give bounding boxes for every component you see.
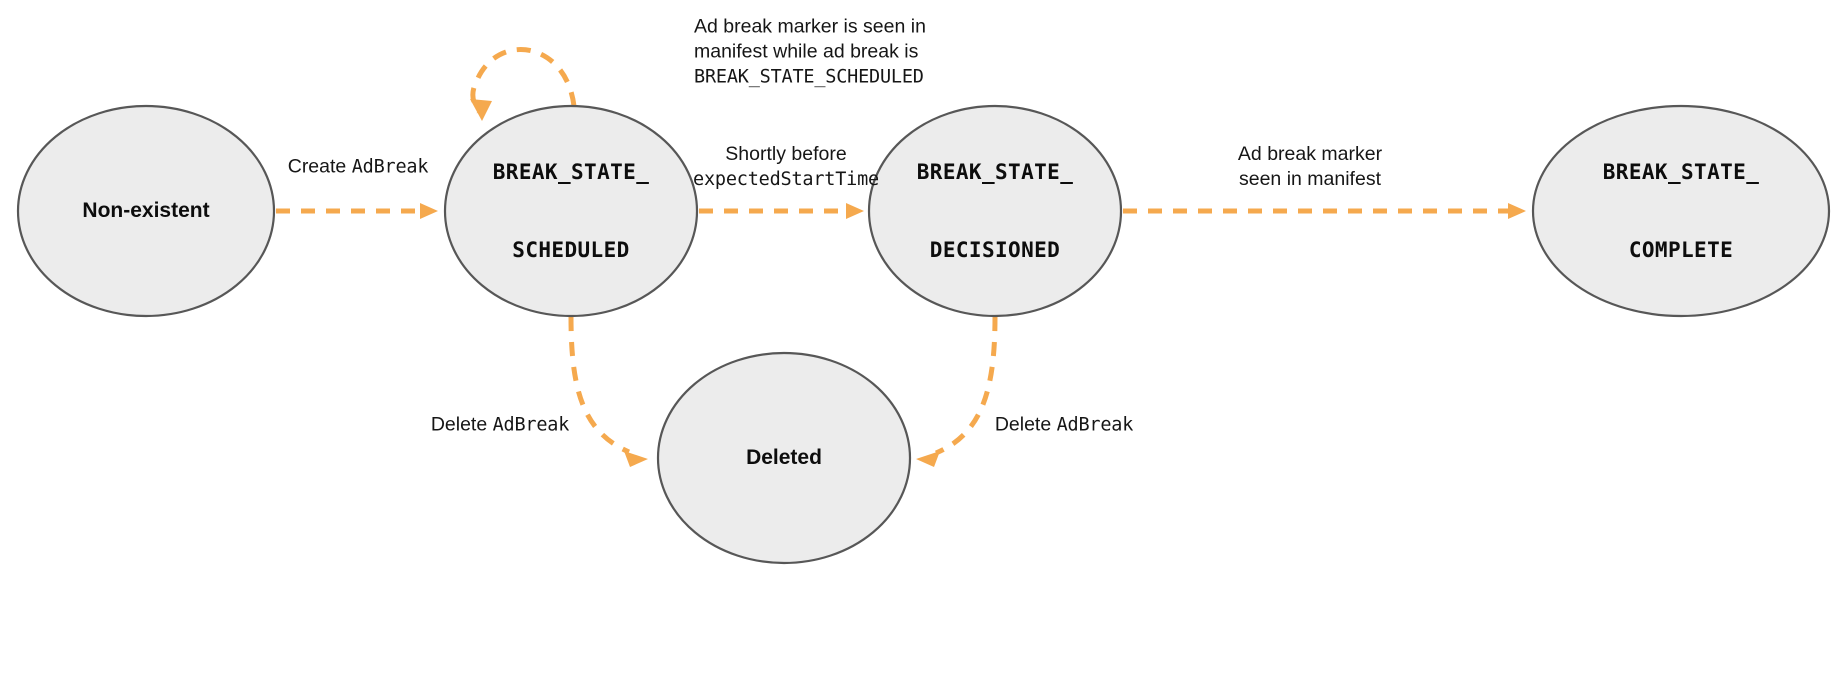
edge-label-decisioned-to-deleted-mono: AdBreak bbox=[1056, 414, 1134, 436]
edge-label-scheduled-to-deleted: Delete AdBreak bbox=[430, 413, 570, 438]
edge-label-decisioned-to-deleted: Delete AdBreak bbox=[994, 413, 1134, 438]
edge-decisioned-to-complete bbox=[1123, 203, 1526, 219]
edge-label-scheduled-self-loop-line2: manifest while ad break is bbox=[694, 40, 919, 63]
edge-label-decisioned-to-complete: Ad break marker seen in manifest bbox=[1238, 142, 1382, 192]
edge-label-decisioned-to-complete-line1: Ad break marker bbox=[1237, 143, 1383, 165]
edge-decisioned-to-deleted-arrowhead bbox=[916, 451, 940, 467]
edge-create-adbreak bbox=[276, 203, 438, 219]
node-break-state-decisioned[interactable] bbox=[867, 104, 1123, 318]
edge-label-scheduled-to-deleted-mono: AdBreak bbox=[492, 414, 570, 436]
node-break-state-scheduled[interactable] bbox=[443, 104, 699, 318]
edge-decisioned-to-deleted bbox=[916, 316, 998, 467]
edge-label-decisioned-to-deleted-text: Delete bbox=[994, 413, 1057, 436]
edge-label-scheduled-to-deleted-text: Delete bbox=[430, 413, 493, 436]
node-deleted[interactable] bbox=[656, 351, 912, 565]
edge-label-scheduled-self-loop: Ad break marker is seen in manifest whil… bbox=[694, 15, 926, 90]
edge-label-scheduled-self-loop-line1: Ad break marker is seen in bbox=[694, 15, 926, 38]
edge-scheduled-to-deleted-arrowhead bbox=[624, 451, 648, 467]
edge-label-scheduled-to-decisioned: Shortly before expectedStartTime bbox=[693, 142, 879, 192]
edge-scheduled-self-loop bbox=[470, 47, 577, 121]
edge-scheduled-to-decisioned-arrowhead bbox=[846, 203, 864, 219]
edge-label-scheduled-self-loop-line3: BREAK_STATE_SCHEDULED bbox=[694, 66, 924, 88]
node-non-existent[interactable] bbox=[16, 104, 276, 318]
edge-label-create-adbreak: Create AdBreak bbox=[288, 155, 429, 180]
edge-scheduled-self-loop-line bbox=[470, 47, 577, 114]
edge-decisioned-to-complete-arrowhead bbox=[1508, 203, 1526, 219]
edge-scheduled-to-deleted-line bbox=[568, 316, 630, 455]
edge-label-create-adbreak-text: Create bbox=[287, 155, 352, 178]
node-break-state-complete[interactable] bbox=[1531, 104, 1831, 318]
edge-scheduled-self-loop-arrowhead bbox=[470, 99, 492, 121]
edge-label-create-adbreak-mono: AdBreak bbox=[351, 156, 429, 178]
edge-label-decisioned-to-complete-line2: seen in manifest bbox=[1238, 168, 1381, 190]
edge-scheduled-to-decisioned bbox=[699, 203, 864, 219]
edge-create-adbreak-arrowhead bbox=[420, 203, 438, 219]
edge-scheduled-to-deleted bbox=[568, 316, 648, 467]
edge-label-scheduled-to-decisioned-line1: Shortly before bbox=[725, 143, 847, 165]
edge-label-scheduled-to-decisioned-line2: expectedStartTime bbox=[693, 169, 879, 190]
edge-decisioned-to-deleted-line bbox=[935, 316, 998, 456]
